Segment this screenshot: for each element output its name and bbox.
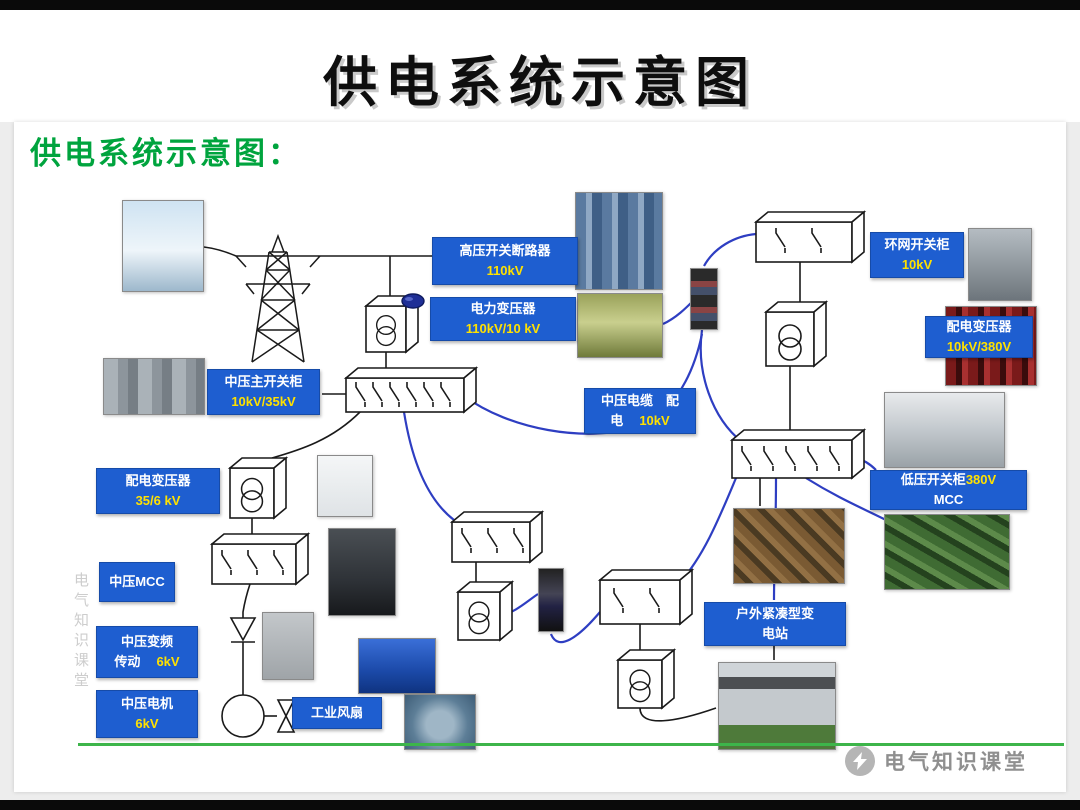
- mcc-busbar-symbol: [209, 532, 311, 586]
- diode-symbol: [229, 617, 257, 642]
- brand-text: 电气知识课堂: [884, 751, 1028, 774]
- right-switch-box-symbol: [597, 568, 695, 626]
- lightning-icon: [853, 752, 867, 770]
- center-transformer-symbol: [455, 580, 515, 642]
- label-text: 电: [610, 413, 624, 428]
- white-cabinet-photo: [317, 455, 373, 517]
- label-text: 工业风扇: [310, 704, 363, 720]
- label-dist-transformer-left: 配电变压器 35/6 kV: [96, 468, 220, 514]
- industrial-fan-photo: [404, 694, 476, 750]
- label-lv-switchgear: 低压开关柜380V MCC: [870, 470, 1027, 510]
- right-lower-transformer-symbol: [615, 648, 677, 710]
- page-title: 供电系统示意图: [323, 53, 757, 113]
- label-value: 35/6 kV: [135, 493, 181, 508]
- label-power-transformer: 电力变压器 110kV/10 kV: [430, 297, 576, 341]
- label-text: 中压MCC: [109, 573, 165, 589]
- footer-brand: 电气知识课堂: [845, 746, 1028, 776]
- label-text: 环网开关柜: [884, 236, 950, 252]
- label-mv-vfd: 中压变频 传动 6kV: [96, 626, 198, 678]
- brand-logo-icon: [845, 746, 875, 776]
- label-text: 户外紧凑型变: [735, 605, 814, 621]
- label-text: 高压开关断路器: [459, 242, 551, 258]
- label-mv-motor: 中压电机 6kV: [96, 690, 198, 738]
- motor-symbol: [221, 694, 265, 738]
- cable-terminal-icon: [401, 293, 425, 309]
- fan-symbol: [276, 699, 296, 733]
- label-text: MCC: [933, 492, 964, 507]
- lv-switch-room-photo: [884, 392, 1005, 468]
- outdoor-substation-photo: [718, 662, 836, 750]
- label-text: 中压主开关柜: [224, 373, 303, 389]
- black-wires: [242, 255, 801, 722]
- small-cable-photo: [538, 568, 564, 632]
- green-divider-line: [78, 743, 1064, 746]
- label-value: 10kV: [901, 257, 933, 272]
- label-hv-breaker: 高压开关断路器 110kV: [432, 237, 578, 285]
- label-text: 中压电缆 配: [600, 392, 679, 408]
- label-text: 低压开关柜: [900, 471, 966, 487]
- top-black-bar: [0, 0, 1080, 10]
- label-text: 传动: [114, 654, 141, 669]
- label-mv-mcc: 中压MCC: [99, 562, 175, 602]
- label-ring-main-unit: 环网开关柜 10kV: [870, 232, 964, 278]
- hv-switchgear-photo: [575, 192, 663, 290]
- label-value: 6kV: [135, 716, 159, 731]
- label-text: 配电变压器: [125, 472, 191, 488]
- ring-busbar-symbol: [753, 210, 867, 264]
- green-machinery-photo: [884, 514, 1010, 590]
- center-switch-box-symbol: [449, 510, 545, 564]
- power-transformer-photo: [577, 293, 663, 358]
- label-text: 配电变压器: [946, 318, 1012, 334]
- label-value: 380V: [965, 471, 997, 487]
- mv-cable-photo: [690, 268, 718, 330]
- label-text: 中压变频: [120, 633, 173, 649]
- ring-main-cabinet-photo: [968, 228, 1032, 301]
- drive-symbols: [221, 617, 296, 738]
- label-mv-cable: 中压电缆 配 电 10kV: [584, 388, 696, 434]
- label-text: 中压电机: [120, 695, 173, 711]
- vertical-watermark: 电气知识课堂: [72, 572, 89, 692]
- right-transformer-symbol: [763, 300, 829, 368]
- label-line: 低压开关柜380V: [901, 470, 996, 490]
- label-line: 传动 6kV: [114, 652, 179, 672]
- label-value: 6kV: [156, 654, 180, 669]
- label-dist-transformer-right: 配电变压器 10kV/380V: [925, 316, 1033, 358]
- label-value: 10kV: [639, 413, 670, 428]
- label-mv-main-switchgear: 中压主开关柜 10kV/35kV: [207, 369, 320, 415]
- mv-switchgear-lineup-photo: [103, 358, 205, 415]
- label-value: 10kV/380V: [946, 339, 1012, 354]
- label-text: 电力变压器: [470, 300, 536, 316]
- transmission-tower-photo: [122, 200, 204, 292]
- transmission-tower-drawing: [203, 233, 321, 363]
- label-line: 电 10kV: [610, 411, 669, 431]
- mv-motor-photo: [358, 638, 436, 694]
- label-text: 电站: [761, 626, 788, 641]
- label-value: 110kV: [486, 263, 524, 278]
- bottom-black-bar: [0, 800, 1080, 810]
- label-industrial-fan: 工业风扇: [292, 697, 382, 729]
- header-strip: [0, 10, 1080, 122]
- left-transformer-symbol: [227, 456, 289, 520]
- dark-cabinet-photo: [328, 528, 396, 616]
- label-value: 110kV/10 kV: [465, 321, 541, 336]
- plant-machinery-photo: [733, 508, 845, 584]
- panel-heading: 供电系统示意图：: [30, 136, 302, 171]
- label-outdoor-substation: 户外紧凑型变 电站: [704, 602, 846, 646]
- label-value: 10kV/35kV: [231, 394, 296, 409]
- gray-cabinet-photo: [262, 612, 314, 680]
